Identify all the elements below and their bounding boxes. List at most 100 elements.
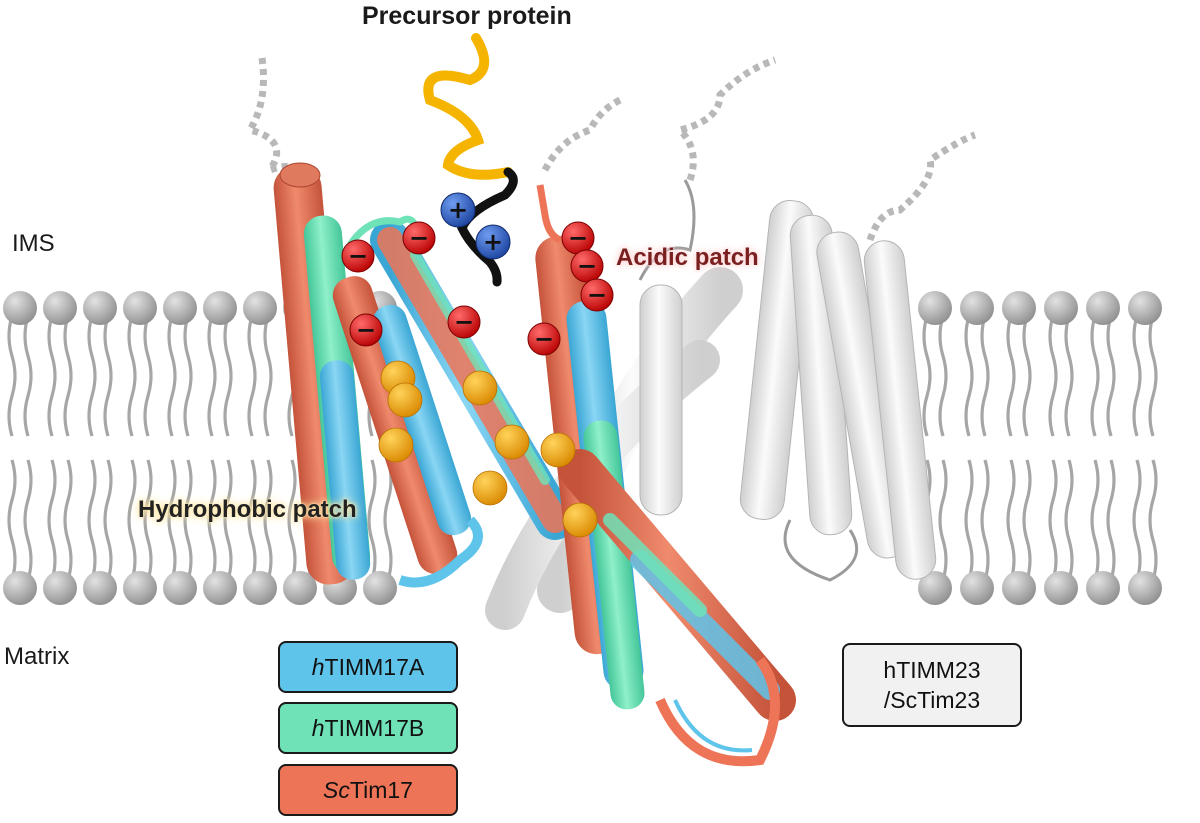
lipid-tail xyxy=(207,315,217,437)
dashed-loops xyxy=(244,56,977,242)
precursor-protein-label: Precursor protein xyxy=(362,2,572,30)
positive-charge: + xyxy=(440,192,476,228)
lipid-tail xyxy=(63,315,73,437)
lipid-head xyxy=(43,571,77,605)
legend-timm17a-prefix: h xyxy=(311,653,325,680)
lipid-head xyxy=(1002,291,1036,325)
lipid-tail xyxy=(103,459,113,581)
lipid-tail xyxy=(980,315,990,437)
lipid-head xyxy=(3,291,37,325)
lipid-head xyxy=(1128,571,1162,605)
hydrophobic-residue xyxy=(562,502,598,538)
legend-sctim17-prefix: Sc xyxy=(323,776,350,803)
ims-loop-1 xyxy=(347,215,419,248)
lipid-tail xyxy=(1022,459,1032,581)
lipid-head xyxy=(1086,571,1120,605)
precursor-protein-chain xyxy=(423,33,513,180)
lipid-tail xyxy=(47,459,57,581)
lipid-head xyxy=(1128,291,1162,325)
lipid-tail xyxy=(964,459,974,581)
lipid-tail xyxy=(167,459,177,581)
lipid-tail xyxy=(383,459,393,581)
lipid-tail xyxy=(7,315,17,437)
lipid-tail xyxy=(964,315,974,437)
lipid-head xyxy=(960,571,994,605)
acidic-residues: −−−−−−−− xyxy=(341,221,614,356)
hydrophobic-residue xyxy=(462,370,498,406)
lipid-tail xyxy=(207,459,217,581)
hydrophobic-residue xyxy=(387,382,423,418)
lipid-tail xyxy=(167,315,177,437)
legend-timm17b-prefix: h xyxy=(311,714,325,741)
lipid-tail xyxy=(1132,315,1142,437)
svg-text:−: − xyxy=(534,325,554,353)
lipid-head xyxy=(123,571,157,605)
positive-charges: ++ xyxy=(440,192,511,260)
lipid-head xyxy=(1044,291,1078,325)
legend-timm23: hTIMM23 /ScTim23 xyxy=(842,643,1022,727)
lipid-tail xyxy=(1106,315,1116,437)
lipid-head xyxy=(960,291,994,325)
lipid-tail xyxy=(367,459,377,581)
lipid-tail xyxy=(127,459,137,581)
svg-text:+: + xyxy=(483,228,503,256)
lipid-head xyxy=(83,291,117,325)
lipid-head xyxy=(1086,291,1120,325)
ims-label: IMS xyxy=(12,230,55,257)
presequence xyxy=(457,167,518,287)
lipid-tail xyxy=(1006,459,1016,581)
lipid-tail xyxy=(183,459,193,581)
matrix-loop-blue xyxy=(673,699,753,753)
lipid-tail xyxy=(87,315,97,437)
lipid-tail xyxy=(1048,315,1058,437)
svg-text:−: − xyxy=(409,224,429,252)
lipid-tail xyxy=(1022,315,1032,437)
lipid-tail xyxy=(23,459,33,581)
lipid-tail xyxy=(143,315,153,437)
hydrophobic-patch-label: Hydrophobic patch xyxy=(138,496,357,523)
lipid-tail xyxy=(922,315,932,437)
lipid-tail xyxy=(980,459,990,581)
acidic-patch-label: Acidic patch xyxy=(616,244,759,271)
hydrophobic-residue xyxy=(378,427,414,463)
lipid-tail xyxy=(143,459,153,581)
lipid-tail xyxy=(1148,315,1158,437)
negative-charge: − xyxy=(402,221,436,255)
negative-charge: − xyxy=(580,278,614,312)
lipid-head xyxy=(203,571,237,605)
lipid-head xyxy=(918,291,952,325)
lipid-tail xyxy=(47,315,57,437)
lipid-tail xyxy=(1132,459,1142,581)
negative-charge: − xyxy=(447,305,481,339)
lipid-tail xyxy=(1064,315,1074,437)
hydrophobic-residue xyxy=(540,432,576,468)
lipid-tail xyxy=(103,315,113,437)
lipid-head xyxy=(918,571,952,605)
lipid-tail xyxy=(1090,459,1100,581)
negative-charge: − xyxy=(349,313,383,347)
lipid-tail xyxy=(23,315,33,437)
lipid-tail xyxy=(1090,315,1100,437)
lipid-head xyxy=(1002,571,1036,605)
lipid-tail xyxy=(1106,459,1116,581)
lipid-tail xyxy=(223,315,233,437)
hairpin-loop xyxy=(398,516,483,588)
hydrophobic-residue xyxy=(472,470,508,506)
ims-loop-2 xyxy=(536,184,562,244)
negative-charge: − xyxy=(561,221,595,255)
lipid-tail xyxy=(938,315,948,437)
lipid-tail xyxy=(263,315,273,437)
svg-text:−: − xyxy=(568,224,588,252)
legend-timm23-line2: /ScTim23 xyxy=(883,687,981,713)
matrix-loop xyxy=(655,657,780,767)
svg-text:−: − xyxy=(454,308,474,336)
lipid-tail xyxy=(247,315,257,437)
lipid-tail xyxy=(247,459,257,581)
lipid-head xyxy=(163,291,197,325)
negative-charge: − xyxy=(570,249,604,283)
lipid-tail xyxy=(63,459,73,581)
lipid-head xyxy=(163,571,197,605)
lipid-tail xyxy=(87,459,97,581)
